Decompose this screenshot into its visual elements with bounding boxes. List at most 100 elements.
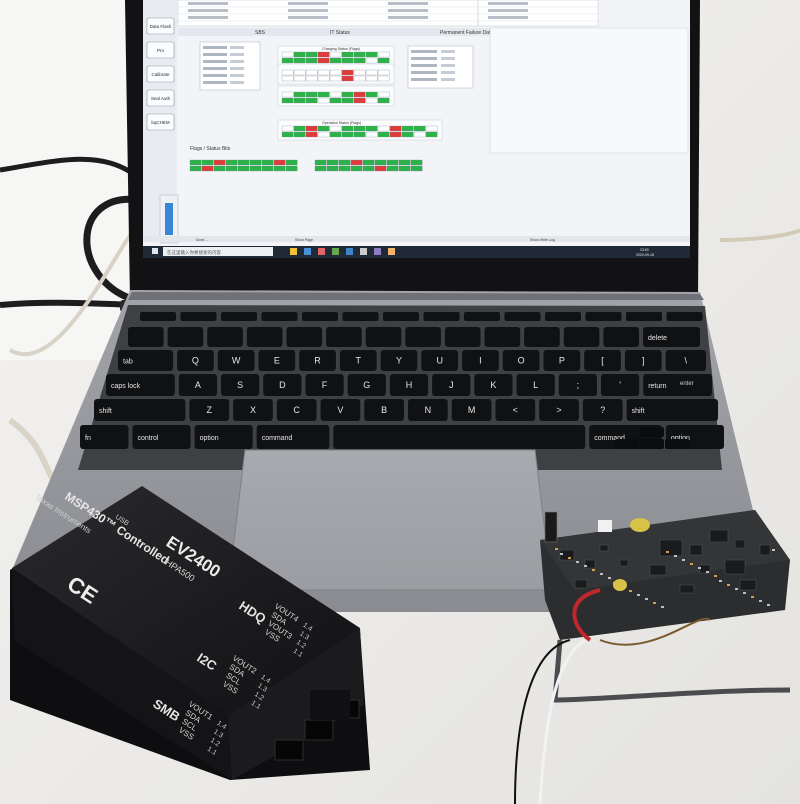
function-key[interactable] (423, 312, 460, 321)
sidebar-button-2[interactable] (146, 65, 175, 83)
key[interactable] (118, 350, 174, 371)
function-key[interactable] (180, 312, 217, 321)
key[interactable] (246, 327, 283, 347)
function-key[interactable] (464, 312, 500, 321)
key[interactable] (444, 327, 481, 347)
taskbar-app-icon[interactable] (346, 248, 353, 255)
function-key[interactable] (504, 312, 541, 321)
key[interactable] (128, 327, 164, 347)
key[interactable] (365, 327, 402, 347)
key[interactable] (221, 374, 260, 396)
function-key[interactable] (585, 312, 622, 321)
function-key[interactable] (140, 312, 176, 321)
sidebar-button-0[interactable] (146, 17, 175, 35)
key[interactable] (258, 350, 296, 371)
key[interactable] (194, 425, 253, 449)
key[interactable] (263, 374, 302, 396)
key[interactable] (320, 399, 361, 421)
flag-cell (365, 97, 378, 104)
key[interactable] (432, 374, 471, 396)
trackpad[interactable] (227, 449, 553, 591)
function-key[interactable] (383, 312, 419, 321)
key[interactable] (305, 374, 344, 396)
key[interactable] (380, 350, 418, 371)
windows-start-icon[interactable] (152, 248, 158, 254)
key[interactable] (516, 374, 555, 396)
tab-pf-data[interactable]: Permanent Failure Data (440, 30, 493, 36)
key[interactable] (539, 399, 579, 421)
key[interactable] (167, 327, 204, 347)
taskbar-app-icon[interactable] (332, 248, 339, 255)
key[interactable] (584, 350, 621, 371)
key[interactable] (543, 350, 581, 371)
key[interactable] (276, 399, 317, 421)
key[interactable] (408, 399, 448, 421)
key[interactable] (94, 399, 186, 421)
key[interactable] (405, 327, 441, 347)
key[interactable] (643, 327, 700, 347)
key[interactable] (347, 374, 386, 396)
key[interactable] (524, 327, 560, 347)
key[interactable] (364, 399, 404, 421)
key[interactable] (178, 374, 218, 396)
key[interactable] (643, 374, 712, 396)
status-right[interactable]: Show Write Log (530, 238, 555, 242)
key[interactable] (299, 350, 336, 371)
pcb-smd-part (767, 604, 770, 606)
key[interactable] (563, 327, 600, 347)
key[interactable] (106, 374, 175, 396)
pcb-smd-part (698, 567, 701, 569)
taskbar-search-box[interactable] (163, 247, 273, 256)
function-key[interactable] (261, 312, 298, 321)
function-key[interactable] (302, 312, 338, 321)
key[interactable] (177, 350, 214, 371)
key[interactable] (603, 327, 640, 347)
taskbar-app-icon[interactable] (318, 248, 325, 255)
function-key[interactable] (545, 312, 581, 321)
key[interactable] (207, 327, 243, 347)
key[interactable] (389, 374, 429, 396)
key[interactable] (333, 425, 586, 449)
key[interactable] (233, 399, 273, 421)
taskbar-app-icon[interactable] (388, 248, 395, 255)
key[interactable] (256, 425, 330, 449)
key[interactable] (495, 399, 536, 421)
arrow-down-key[interactable] (640, 439, 664, 449)
key[interactable] (462, 350, 499, 371)
key[interactable] (626, 399, 718, 421)
key[interactable] (217, 350, 255, 371)
key[interactable] (326, 327, 362, 347)
status-mid[interactable]: Show Page (295, 238, 313, 242)
key[interactable] (339, 350, 377, 371)
sidebar-button-1[interactable] (146, 41, 175, 59)
key[interactable] (80, 425, 129, 449)
key[interactable] (582, 399, 623, 421)
function-key[interactable] (221, 312, 257, 321)
function-key[interactable] (626, 312, 662, 321)
arrow-right-key[interactable] (665, 439, 689, 449)
key[interactable] (502, 350, 540, 371)
key[interactable] (665, 350, 706, 371)
function-key[interactable] (666, 312, 703, 321)
key[interactable] (421, 350, 459, 371)
tab-sbs[interactable]: SBS (255, 30, 266, 36)
taskbar-app-icon[interactable] (360, 248, 367, 255)
key[interactable] (474, 374, 513, 396)
arrow-up-key[interactable] (640, 427, 664, 437)
taskbar-app-icon[interactable] (374, 248, 381, 255)
key[interactable] (451, 399, 492, 421)
key[interactable] (600, 374, 640, 396)
sidebar-button-4[interactable] (146, 113, 175, 131)
sidebar-button-3[interactable] (146, 89, 175, 107)
key[interactable] (189, 399, 230, 421)
taskbar-app-icon[interactable] (290, 248, 297, 255)
taskbar-app-icon[interactable] (304, 248, 311, 255)
key[interactable] (558, 374, 597, 396)
key[interactable] (286, 327, 323, 347)
tab-it-status[interactable]: IT Status (330, 30, 350, 36)
key[interactable] (484, 327, 521, 347)
function-key[interactable] (342, 312, 379, 321)
key[interactable] (132, 425, 191, 449)
key[interactable] (624, 350, 662, 371)
arrow-left-key[interactable] (615, 439, 639, 449)
